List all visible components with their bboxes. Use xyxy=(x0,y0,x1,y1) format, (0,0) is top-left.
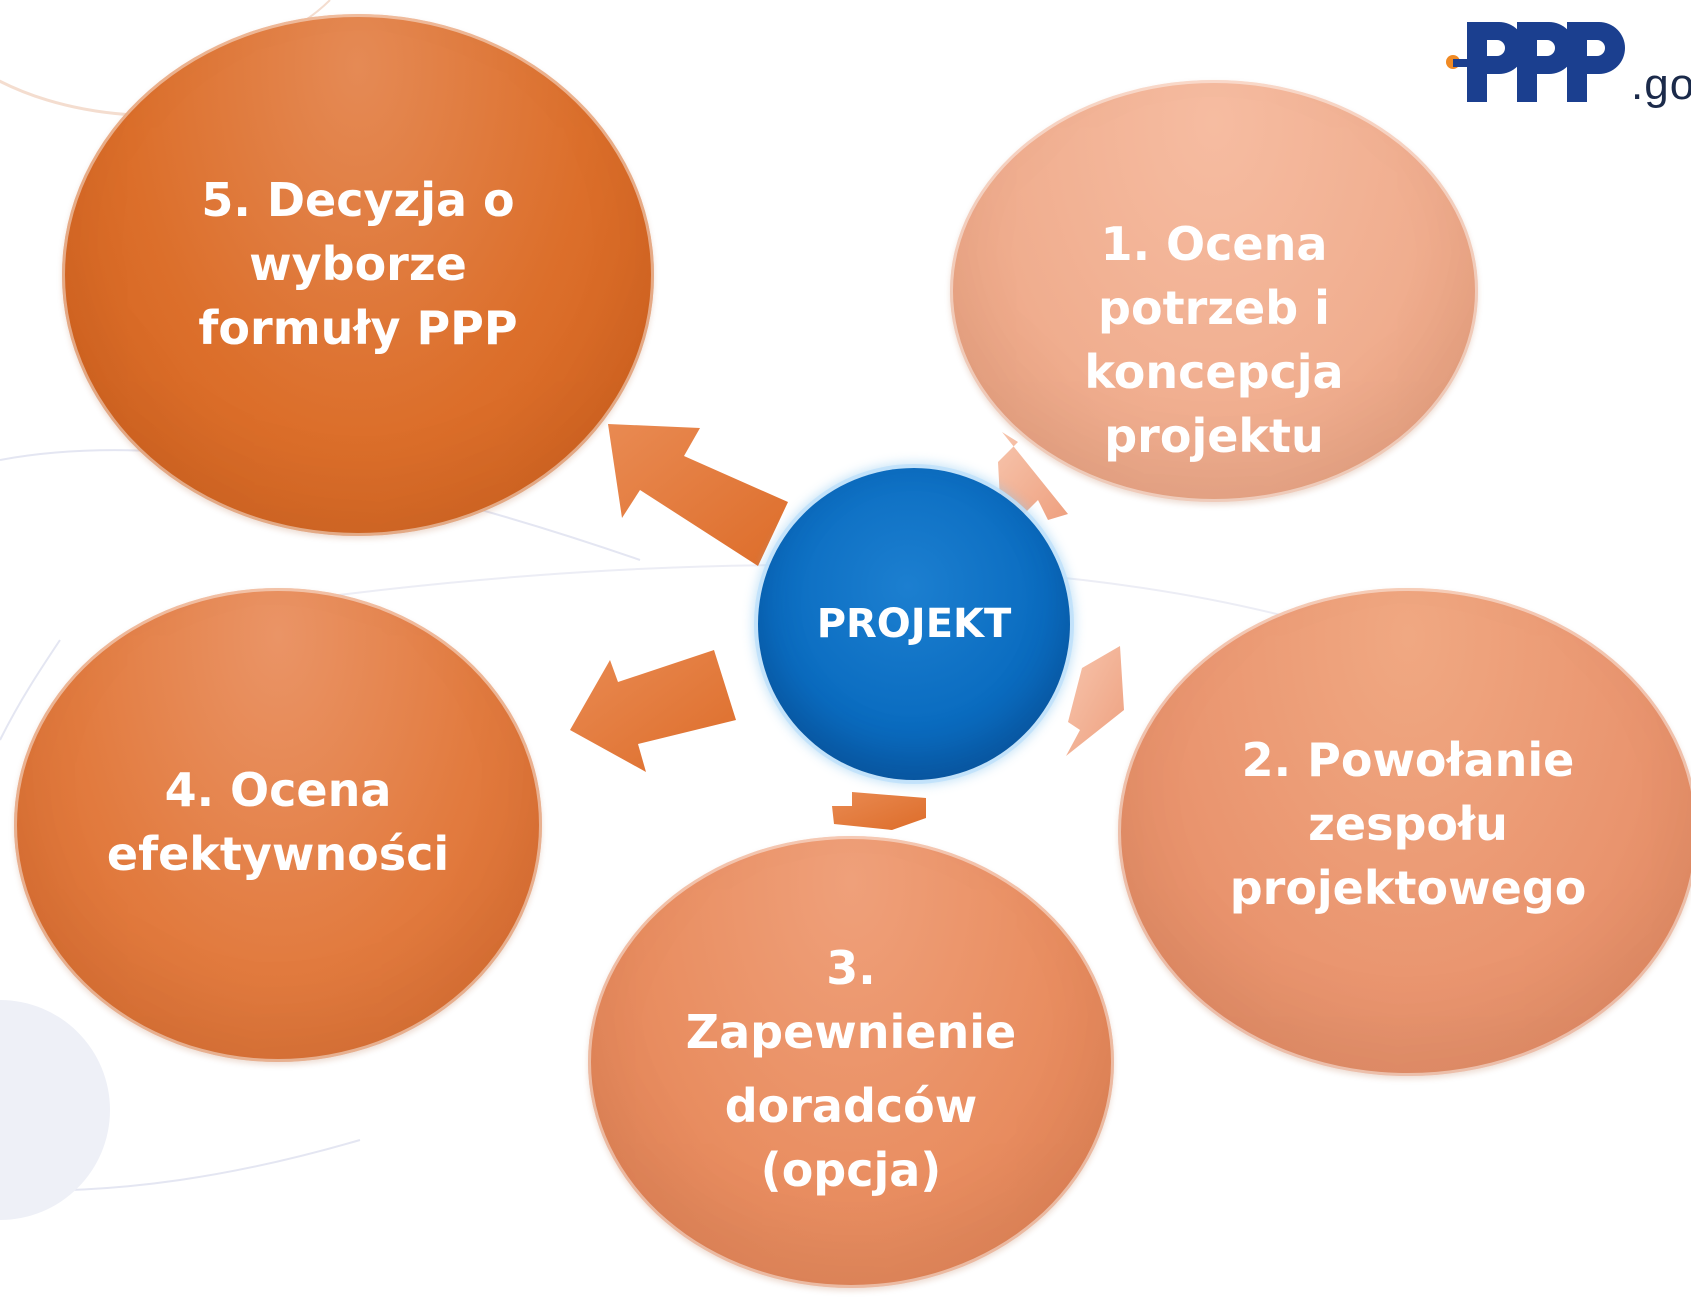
step-5-line: wyborze xyxy=(249,237,467,291)
step-5-line: 5. Decyzja o xyxy=(201,173,515,227)
arrow-to-step-4 xyxy=(570,650,736,772)
step-3-line: 3. xyxy=(826,941,876,995)
step-4-line: 4. Ocena xyxy=(164,763,392,817)
step-1-line: potrzeb i xyxy=(1098,281,1330,335)
ppp-logo-mark xyxy=(1446,22,1625,102)
step-2-line: zespołu xyxy=(1308,797,1508,851)
arrow-to-step-1 xyxy=(998,432,1068,520)
step-2-line: 2. Powołanie xyxy=(1241,733,1575,787)
step-1-line: projektu xyxy=(1104,409,1324,463)
arrow-to-step-2 xyxy=(1066,646,1124,756)
step-4-circle: 4. Ocena efektywności xyxy=(14,588,542,1062)
step-1-line: koncepcja xyxy=(1084,345,1344,399)
step-5-circle: 5. Decyzja o wyborze formuły PPP xyxy=(62,14,654,536)
step-3-line: Zapewnienie xyxy=(685,1005,1017,1059)
center-project-circle: PROJEKT xyxy=(758,468,1070,780)
step-3-line: doradców xyxy=(724,1079,978,1133)
step-1-line: 1. Ocena xyxy=(1100,217,1328,271)
arrow-to-step-3 xyxy=(832,792,926,830)
step-3-line: (opcja) xyxy=(760,1143,942,1197)
arrow-to-step-5 xyxy=(608,424,788,566)
center-label: PROJEKT xyxy=(816,601,1012,647)
step-1-circle: 1. Ocena potrzeb i koncepcja projektu xyxy=(950,80,1478,502)
step-4-line: efektywności xyxy=(106,827,450,881)
ppp-logo: .go xyxy=(1445,14,1691,124)
step-2-circle: 2. Powołanie zespołu projektowego xyxy=(1118,588,1691,1076)
logo-domain-text: .go xyxy=(1631,60,1691,109)
step-5-line: formuły PPP xyxy=(198,301,518,355)
step-2-line: projektowego xyxy=(1229,861,1587,915)
step-3-circle: 3. Zapewnienie doradców (opcja) xyxy=(588,836,1114,1288)
